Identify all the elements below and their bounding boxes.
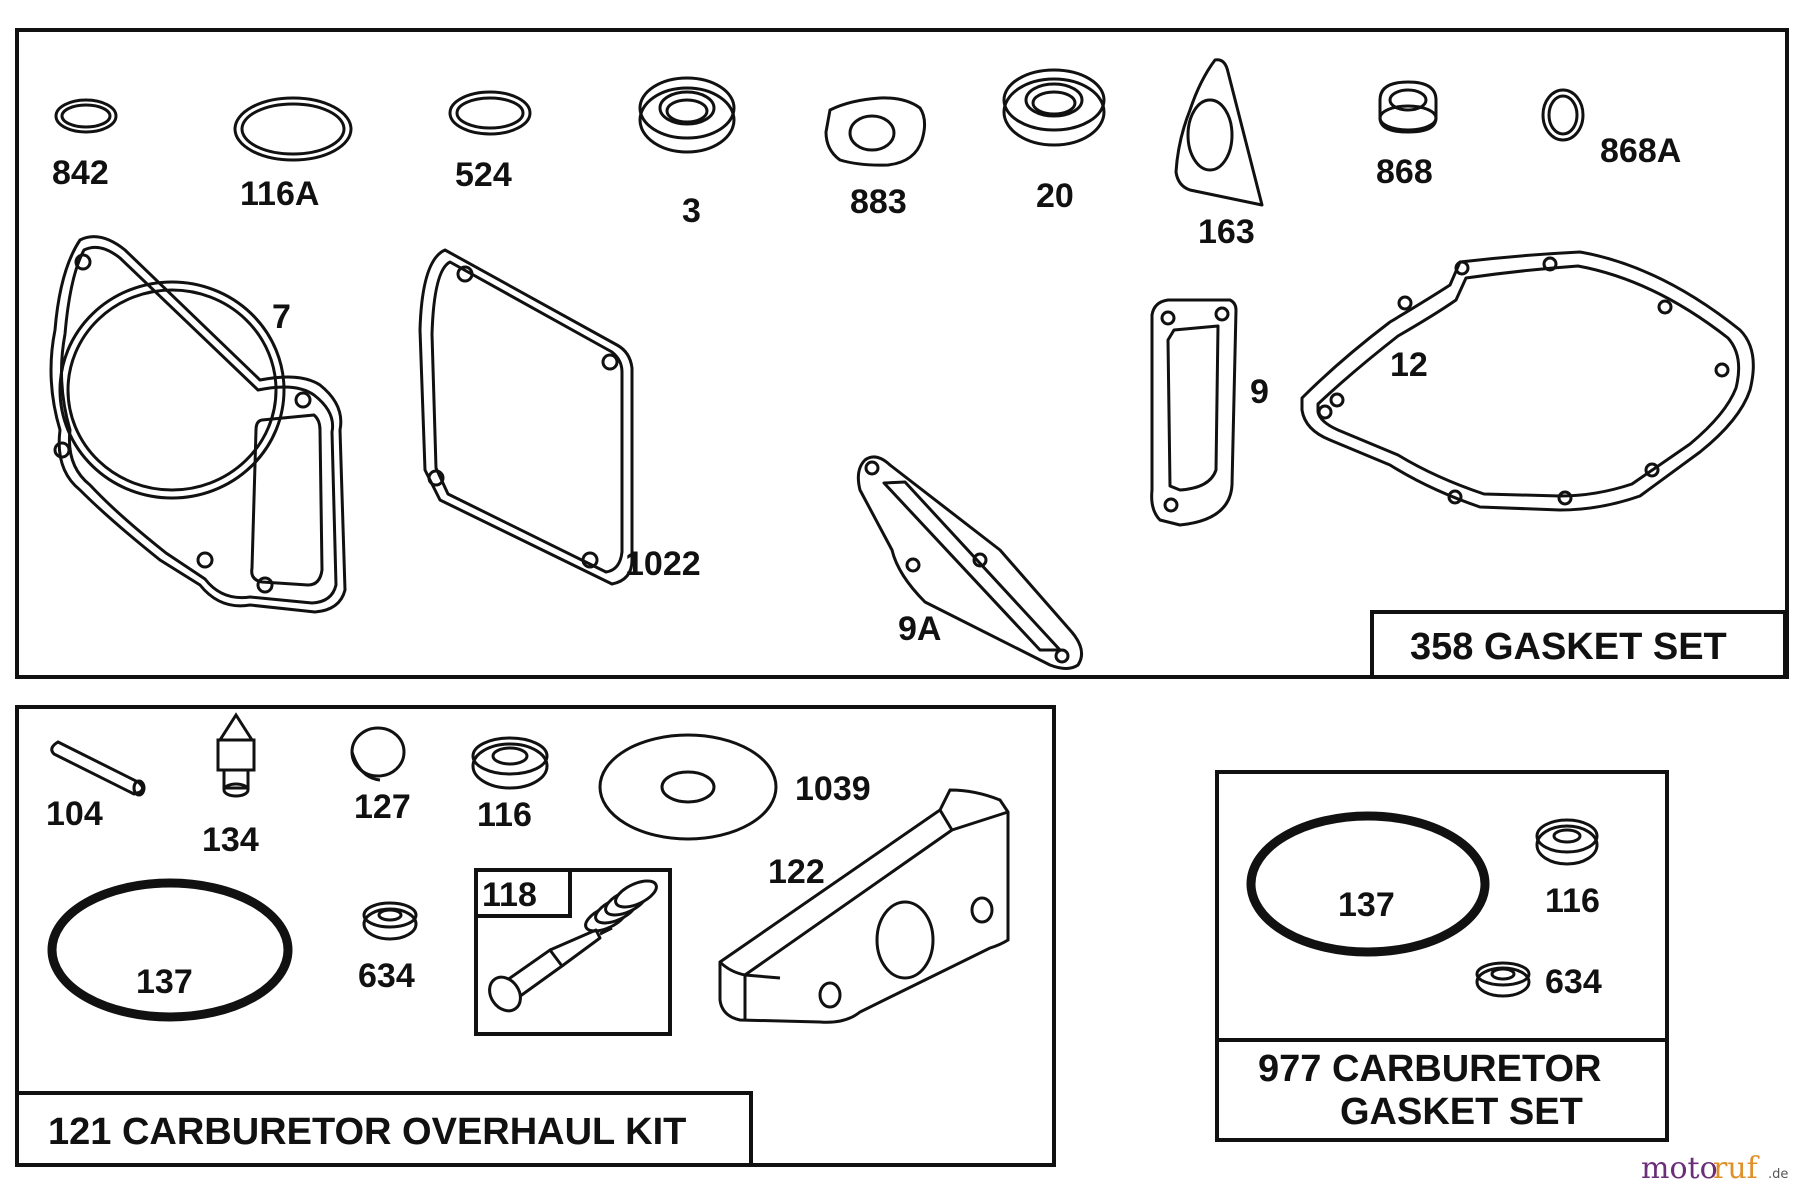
part-163-gasket: [1174, 58, 1264, 207]
label-137-carb: 137: [1338, 886, 1395, 924]
label-116: 116: [477, 796, 532, 834]
part-9a-gasket: [856, 455, 1084, 670]
gasket-set-title: 358 GASKET SET: [1410, 626, 1727, 668]
label-12: 12: [1390, 346, 1428, 384]
label-134: 134: [202, 821, 259, 859]
part-116-washer-carb: [1535, 818, 1599, 866]
carb-gasket-set-title-box: [1215, 1038, 1669, 1142]
label-868a: 868A: [1600, 132, 1681, 170]
part-118-screw: [488, 926, 613, 1013]
label-634: 634: [358, 957, 415, 995]
label-20: 20: [1036, 177, 1074, 215]
part-7-head-gasket: [49, 235, 347, 614]
label-163: 163: [1198, 213, 1255, 251]
watermark-brand-a: moto: [1641, 1151, 1718, 1186]
part-524-ring: [448, 90, 532, 136]
carb-gasket-set-title-line2: GASKET SET: [1340, 1091, 1583, 1133]
part-118-spring: [584, 879, 658, 933]
part-634-washer: [362, 901, 418, 941]
part-842-inner: [60, 103, 112, 129]
part-1039-hole: [660, 770, 716, 804]
part-134-needle: [216, 712, 256, 798]
label-127: 127: [354, 788, 411, 826]
part-116-washer: [471, 736, 549, 790]
part-868a-inner: [1547, 94, 1579, 136]
part-12-gasket: [1300, 250, 1755, 512]
carb-gasket-set-title-line1: 977 CARBURETOR: [1258, 1048, 1601, 1090]
part-20-seal: [1002, 68, 1106, 147]
gasket-set-frame: [15, 28, 1789, 679]
label-116-carb: 116: [1545, 882, 1600, 920]
label-1022: 1022: [625, 545, 701, 583]
watermark-logo: moto ruf .de: [1641, 1151, 1788, 1186]
part-524-inner: [455, 96, 525, 130]
label-842: 842: [52, 154, 109, 192]
part-116a-inner: [240, 102, 346, 156]
part-842-ring: [54, 98, 118, 134]
part-883-gasket: [824, 96, 927, 167]
label-116a: 116A: [240, 175, 319, 213]
label-137: 137: [136, 963, 193, 1001]
part-137-oring-carb: [1246, 811, 1490, 957]
overhaul-kit-title-box: [15, 1091, 753, 1167]
label-883: 883: [850, 183, 907, 221]
part-634-washer-carb: [1475, 961, 1531, 998]
watermark-tld: .de: [1768, 1167, 1788, 1182]
label-104: 104: [46, 795, 103, 833]
label-3: 3: [682, 192, 701, 230]
label-524: 524: [455, 156, 512, 194]
part-1039-diaphragm: [598, 733, 778, 841]
gasket-set-title-box: [1370, 610, 1787, 679]
label-118: 118: [482, 876, 537, 914]
overhaul-kit-title: 121 CARBURETOR OVERHAUL KIT: [48, 1111, 686, 1153]
label-122: 122: [768, 853, 825, 891]
overhaul-kit-panel: 104 134 127 116 1039 137: [15, 705, 1056, 1167]
part-163-hole: [1186, 98, 1234, 172]
part-883-hole: [848, 114, 896, 152]
label-634-carb: 634: [1545, 963, 1602, 1001]
label-9: 9: [1250, 373, 1269, 411]
watermark-brand-b: ruf: [1713, 1151, 1760, 1186]
label-868: 868: [1376, 153, 1433, 191]
part-868-seal: [1378, 80, 1438, 134]
part-137-oring: [47, 878, 293, 1022]
label-1039: 1039: [795, 770, 871, 808]
label-7: 7: [272, 298, 291, 336]
part-104-pin: [50, 740, 146, 797]
part-116a-ring: [233, 96, 353, 162]
gasket-set-panel: 842 116A 524 3 883 20 16: [15, 28, 1789, 679]
part-127-plug: [350, 726, 406, 782]
label-9a: 9A: [898, 610, 941, 648]
part-122-spacer: [718, 788, 1010, 1024]
part-9-gasket: [1150, 298, 1238, 527]
part-118-box: [474, 868, 672, 1036]
part-868a-washer: [1541, 88, 1585, 142]
part-1022-gasket: [418, 248, 634, 586]
carb-gasket-set-panel: 137 116 634 977 CARBURETOR GASKET SET: [1215, 770, 1669, 1142]
part-3-seal: [638, 76, 736, 154]
